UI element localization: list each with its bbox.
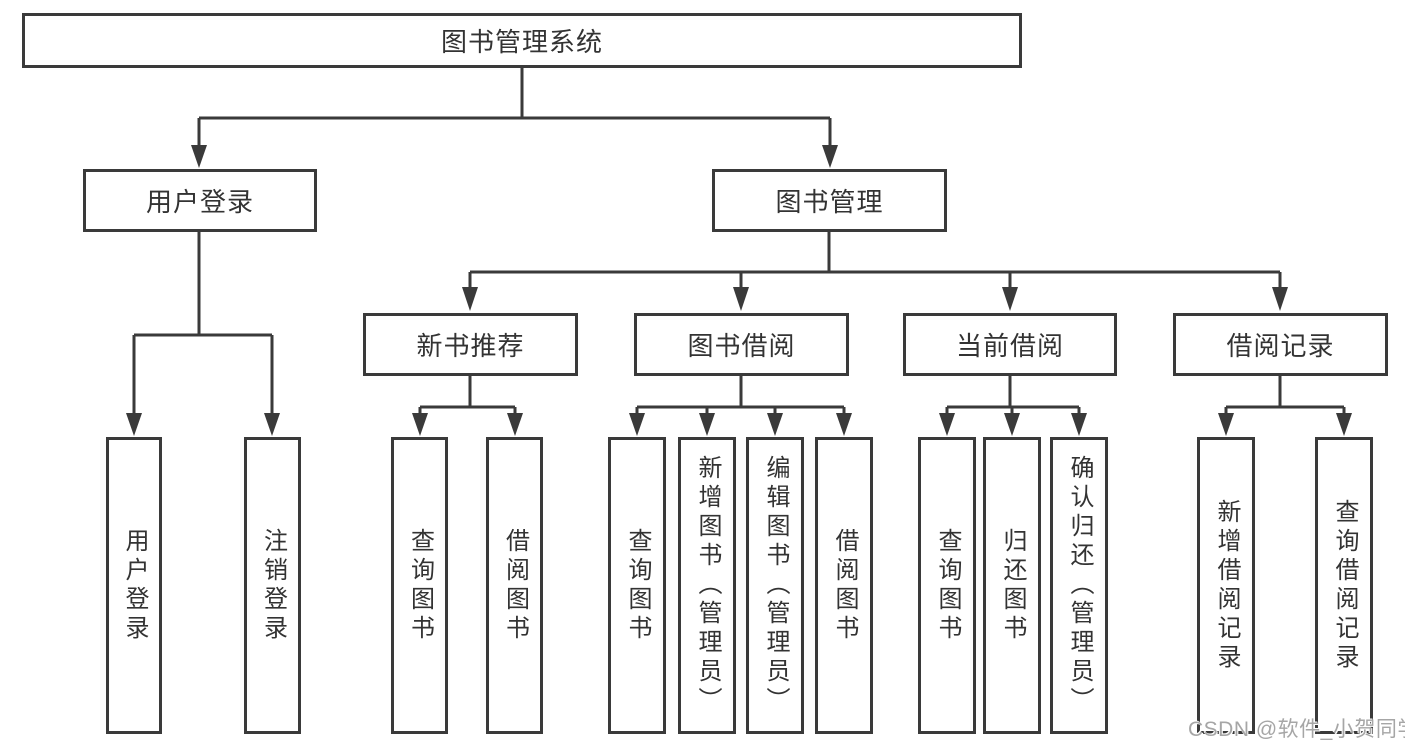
- leaf-newbook-query-book: 查询图书: [391, 437, 448, 734]
- connector-book-borrowing-children: [629, 376, 852, 436]
- connector-borrowing-records-children: [1218, 376, 1352, 436]
- csdn-watermark: CSDN @软件_小贺同学: [1188, 718, 1405, 741]
- connector-current-borrowing-children: [939, 376, 1087, 436]
- leaf-records-add-borrow-record-label: 新增借阅记录: [1213, 498, 1240, 673]
- leaf-borrowing-borrow-book: 借阅图书: [815, 437, 873, 734]
- leaf-logout: 注销登录: [244, 437, 301, 734]
- leaf-borrowing-borrow-book-label: 借阅图书: [831, 527, 858, 644]
- leaf-borrowing-query-book-label: 查询图书: [624, 527, 651, 644]
- connector-new-book-children: [412, 376, 523, 436]
- leaf-borrowing-edit-book-admin: 编辑图书（管理员）: [746, 437, 804, 734]
- node-user-login-label: 用户登录: [145, 187, 254, 217]
- node-current-borrowing-label: 当前借阅: [955, 331, 1064, 361]
- leaf-logout-label: 注销登录: [259, 527, 287, 644]
- leaf-borrowing-query-book: 查询图书: [608, 437, 666, 734]
- leaf-records-add-borrow-record: 新增借阅记录: [1197, 437, 1255, 734]
- node-borrowing-records-label: 借阅记录: [1226, 331, 1335, 361]
- leaf-records-query-borrow-record-label: 查询借阅记录: [1331, 498, 1358, 673]
- node-root-label: 图书管理系统: [440, 27, 603, 57]
- node-book-borrowing-label: 图书借阅: [687, 331, 796, 361]
- leaf-borrowing-add-book-admin-label: 新增图书（管理员）: [694, 455, 721, 716]
- node-root: 图书管理系统: [22, 13, 1022, 68]
- connector-user-login-children: [126, 232, 280, 436]
- leaf-newbook-query-book-label: 查询图书: [406, 527, 434, 644]
- leaf-current-return-book: 归还图书: [983, 437, 1041, 734]
- leaf-current-return-book-label: 归还图书: [999, 527, 1026, 644]
- leaf-records-query-borrow-record: 查询借阅记录: [1315, 437, 1373, 734]
- leaf-current-confirm-return-admin-label: 确认归还（管理员）: [1066, 455, 1093, 716]
- leaf-current-confirm-return-admin: 确认归还（管理员）: [1050, 437, 1108, 734]
- node-book-management: 图书管理: [712, 169, 947, 232]
- connector-book-management-children: [462, 232, 1288, 311]
- node-current-borrowing: 当前借阅: [903, 313, 1117, 376]
- node-borrowing-records: 借阅记录: [1173, 313, 1388, 376]
- leaf-user-login: 用户登录: [106, 437, 162, 734]
- node-new-book-recommendation: 新书推荐: [363, 313, 578, 376]
- node-book-management-label: 图书管理: [775, 187, 884, 217]
- leaf-borrowing-add-book-admin: 新增图书（管理员）: [678, 437, 736, 734]
- leaf-user-login-label: 用户登录: [121, 527, 148, 644]
- leaf-newbook-borrow-book: 借阅图书: [486, 437, 543, 734]
- connector-root-to-level2: [191, 68, 838, 168]
- node-user-login: 用户登录: [83, 169, 317, 232]
- leaf-borrowing-edit-book-admin-label: 编辑图书（管理员）: [762, 455, 789, 716]
- node-new-book-recommendation-label: 新书推荐: [416, 331, 525, 361]
- leaf-current-query-book-label: 查询图书: [934, 527, 961, 644]
- leaf-current-query-book: 查询图书: [918, 437, 976, 734]
- leaf-newbook-borrow-book-label: 借阅图书: [501, 527, 529, 644]
- node-book-borrowing: 图书借阅: [634, 313, 849, 376]
